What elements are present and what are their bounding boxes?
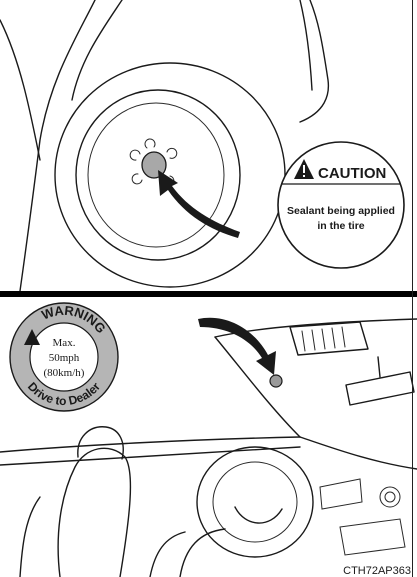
caution-line-1: Sealant being applied [287, 205, 395, 217]
tire-illustration-panel: CAUTION Sealant being applied in the tir… [0, 0, 417, 291]
interior-illustration-panel: WARNING Max. 50mph (80km/h) Drive to Dea… [0, 297, 417, 577]
figure-code: CTH72AP363 [341, 565, 413, 577]
caution-line-2: in the tire [317, 220, 364, 232]
arrow-to-hub [158, 170, 240, 238]
warning-line-1: Max. [53, 337, 76, 349]
warning-sticker-location [270, 375, 282, 387]
caution-sticker: CAUTION Sealant being applied in the tir… [266, 139, 416, 271]
caution-header: CAUTION [318, 165, 386, 182]
arrow-to-sticker [198, 318, 276, 375]
warning-line-3: (80km/h) [44, 367, 85, 379]
warning-sticker: WARNING Max. 50mph (80km/h) Drive to Dea… [8, 301, 120, 413]
warning-line-2: 50mph [49, 352, 80, 364]
page-edge [412, 0, 413, 577]
